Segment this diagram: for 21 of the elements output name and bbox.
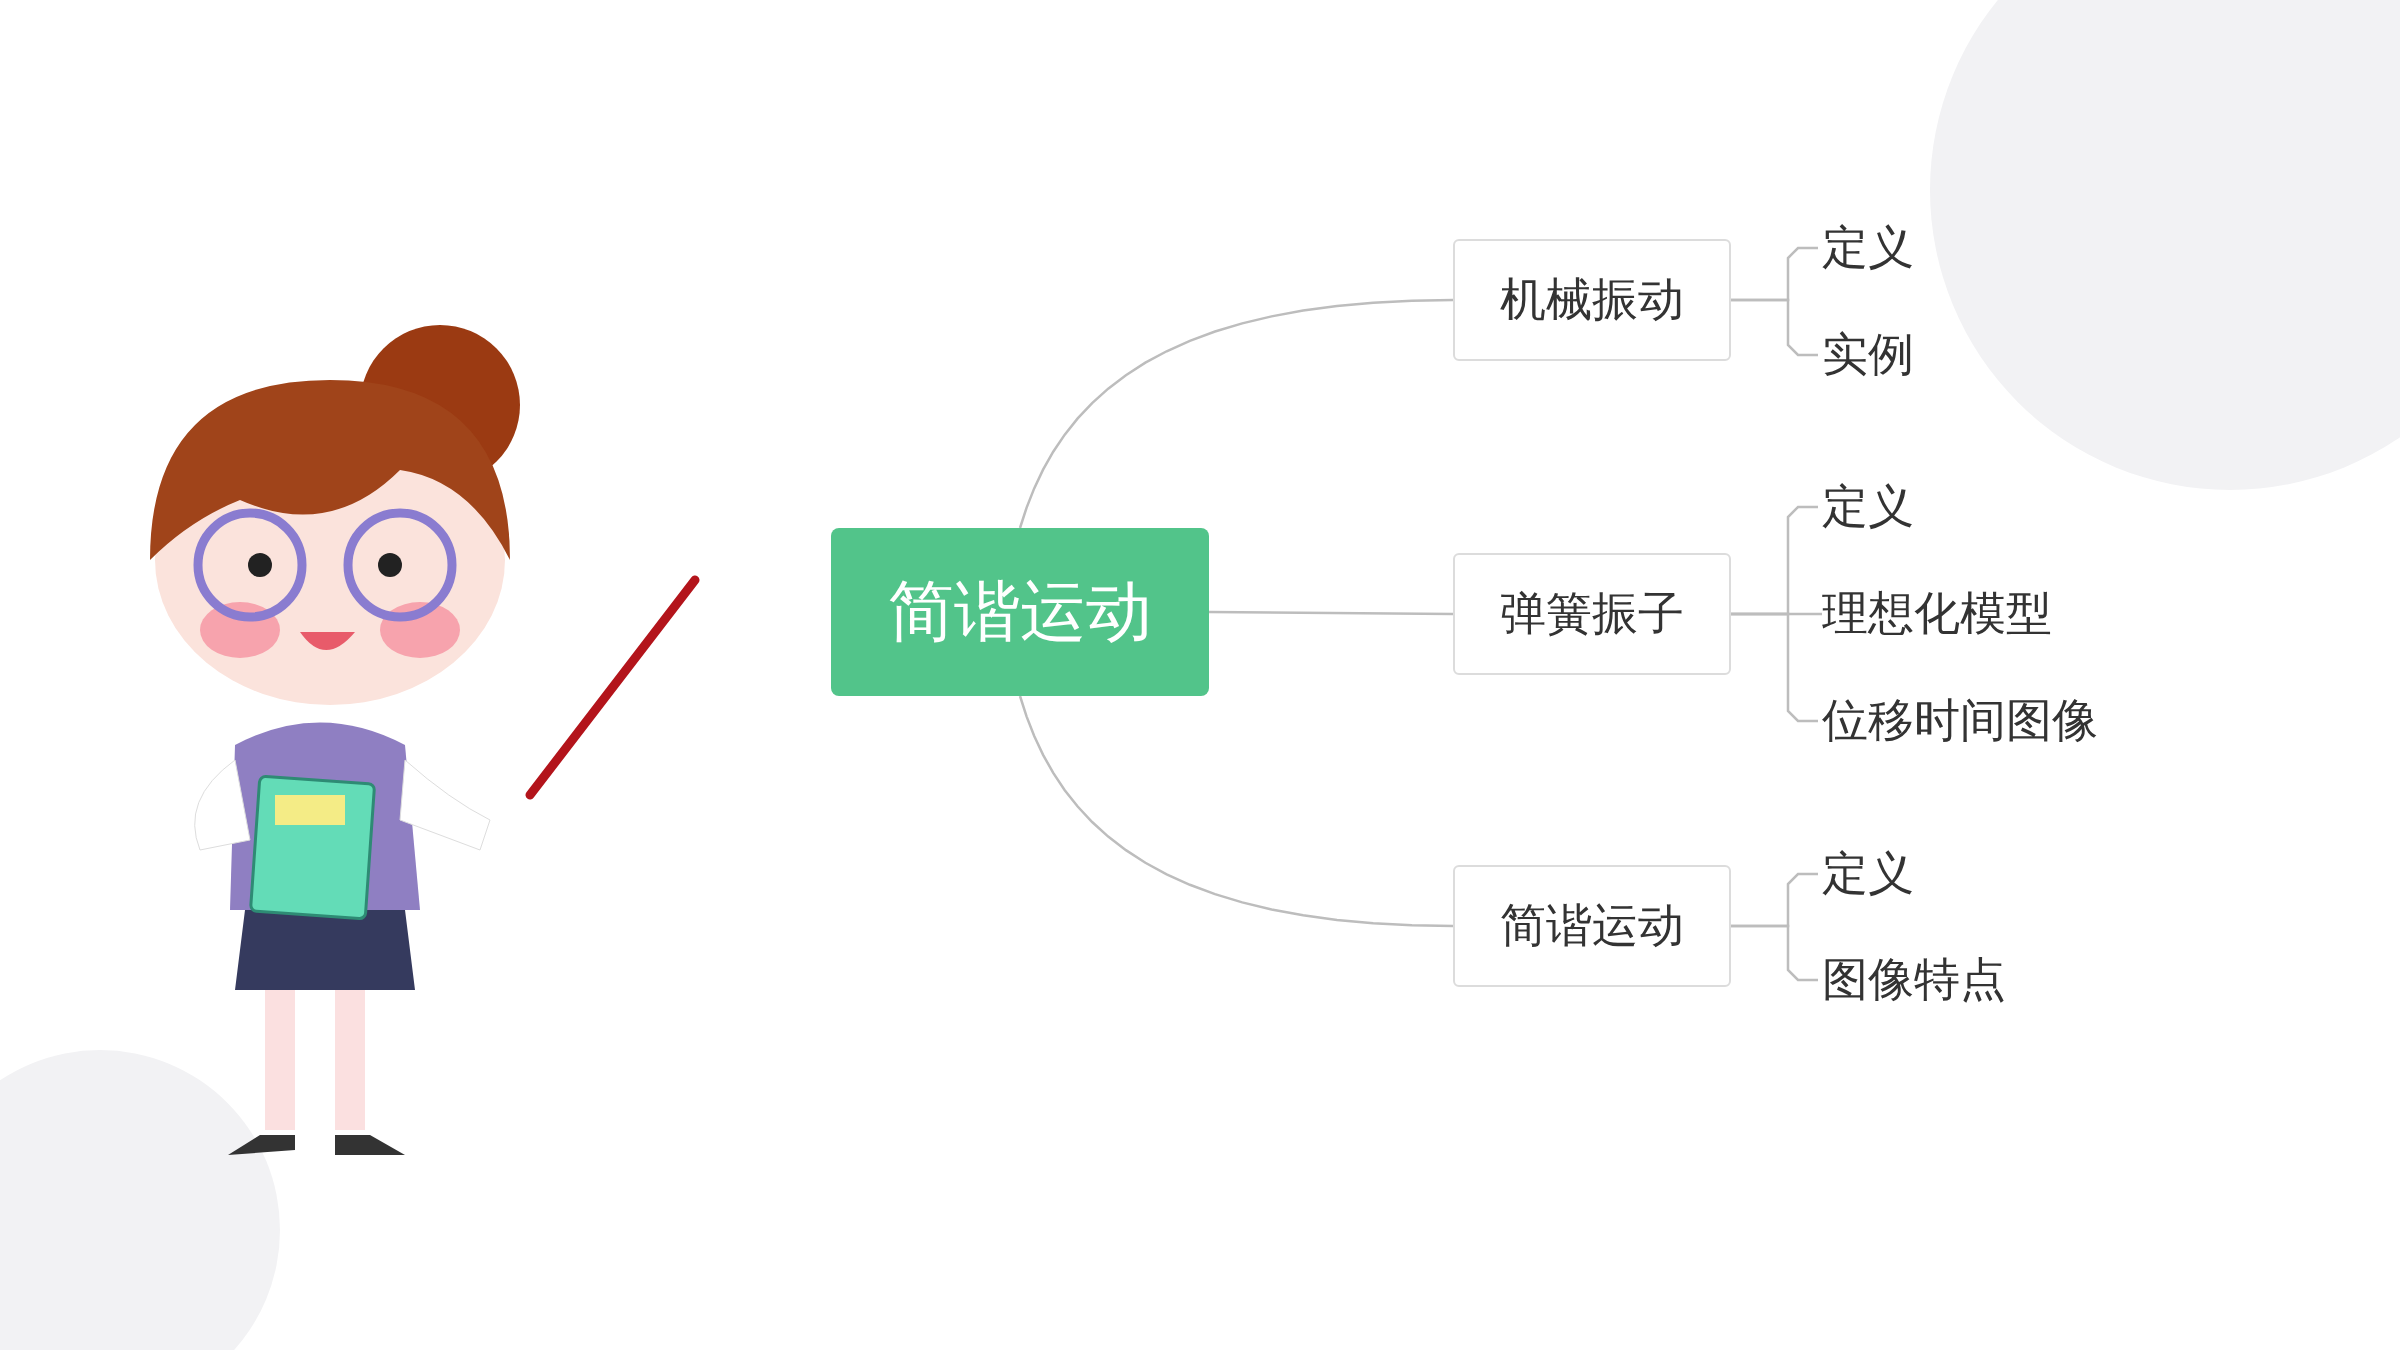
topic-label: 简谐运动 [1500,897,1684,954]
subtopic-text: 定义 [1822,478,1914,535]
connector-line [1731,924,1818,982]
central-topic-box [831,528,1209,696]
subtopic-text: 定义 [1822,219,1914,276]
connector-line [1209,610,1453,616]
subtopic-text: 理想化模型 [1822,585,2052,642]
topic-box [1453,865,1731,987]
connector-line [1018,695,1454,928]
topic-label: 弹簧振子 [1500,585,1684,642]
subtopic-text: 实例 [1822,326,1914,383]
topic-label: 简谐运动 [888,572,1152,652]
topic-label: 机械振动 [1500,271,1684,328]
subtopic-text: 位移时间图像 [1822,692,2098,749]
topic-box [1453,239,1731,361]
connector-line [1731,612,1818,723]
subtopic-text: 定义 [1822,845,1914,902]
connector-line [1018,298,1454,529]
connector-line [1731,298,1818,357]
topic-box [1453,553,1731,675]
subtopic-text: 图像特点 [1822,951,2006,1008]
